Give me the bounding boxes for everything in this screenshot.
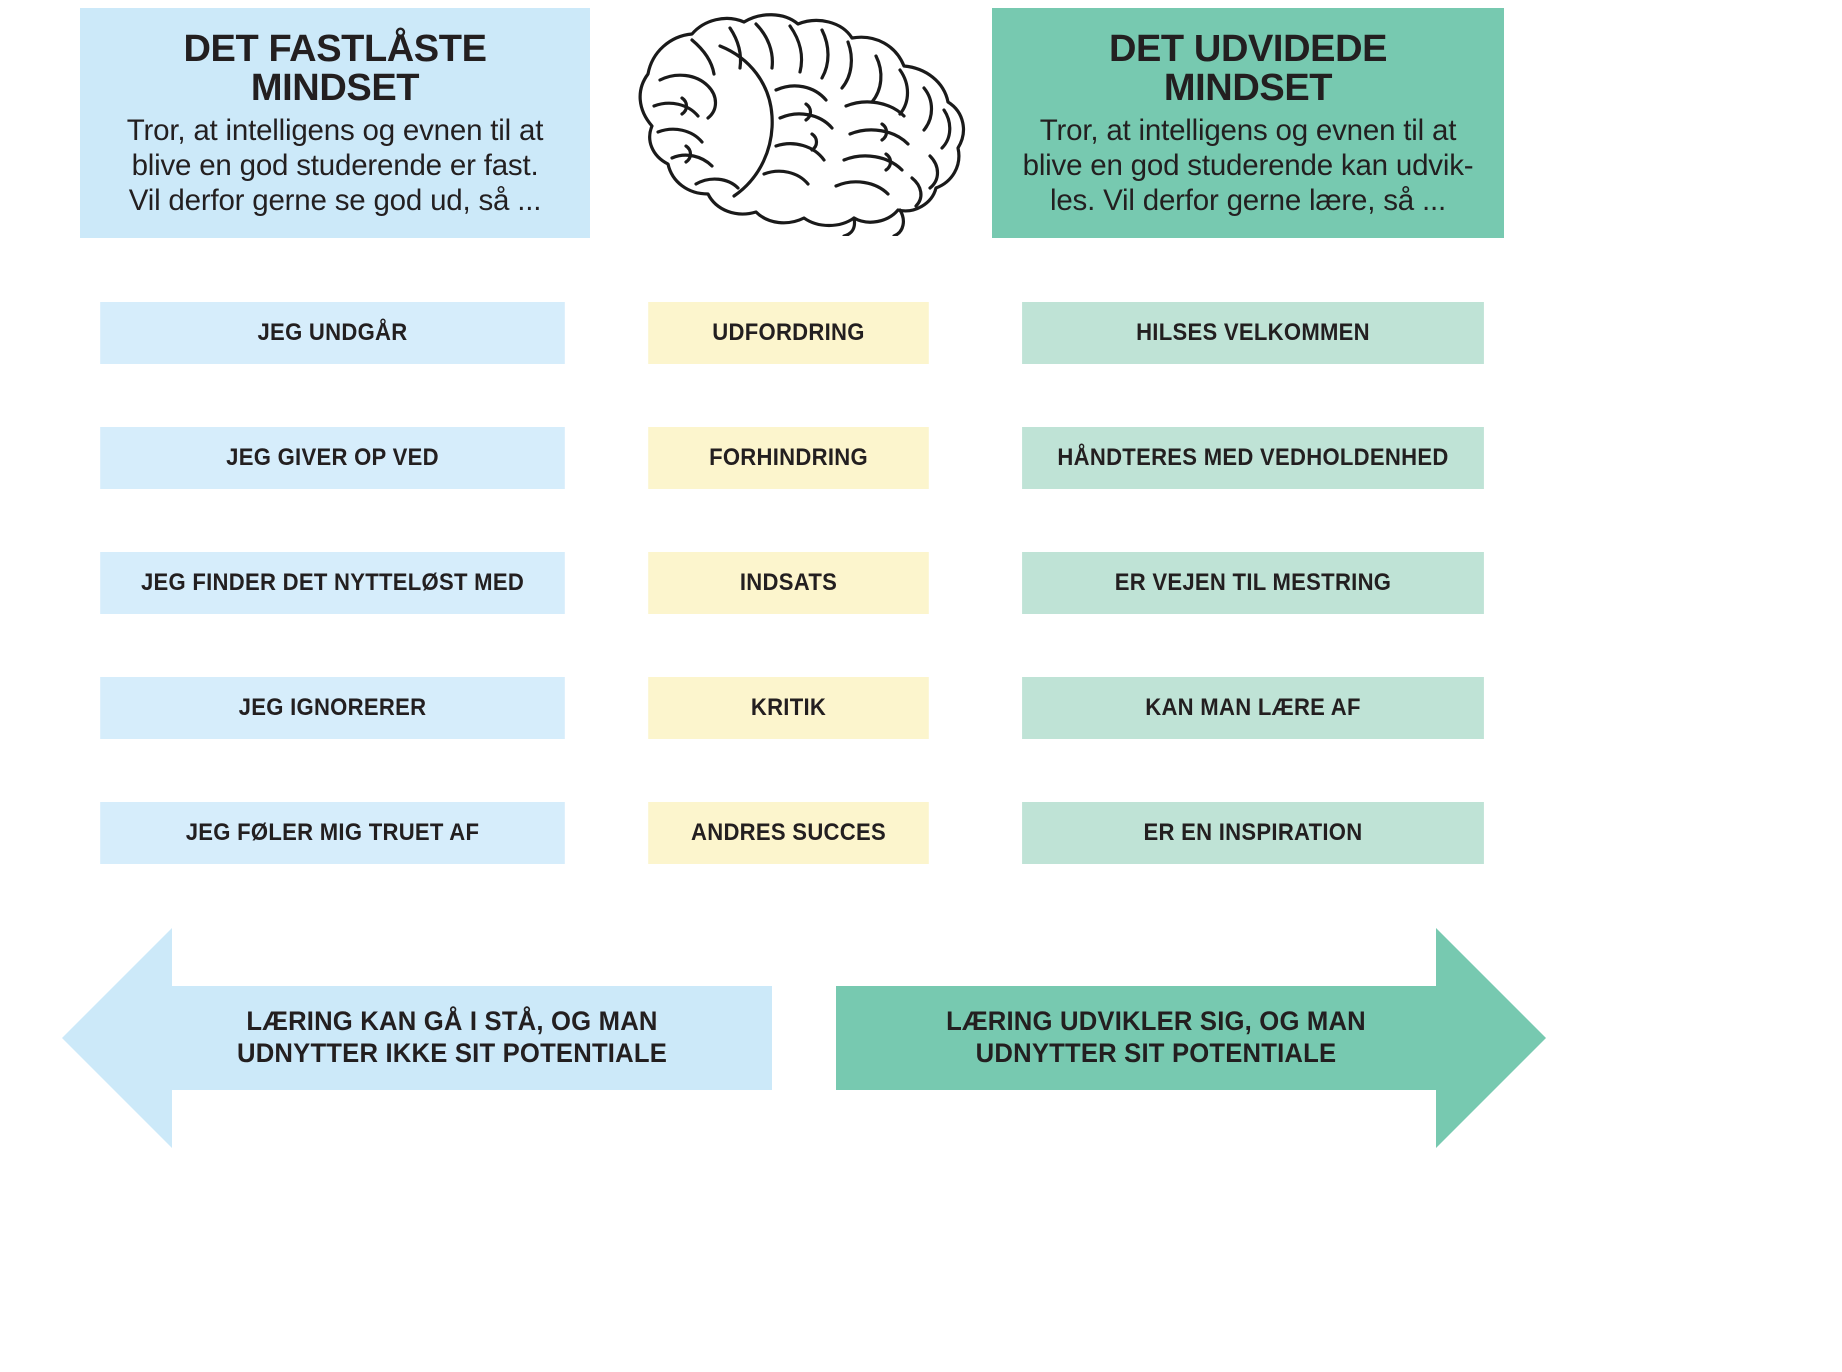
fixed-mindset-description-line2: blive en god studerende er fast. [131, 149, 539, 183]
fixed-statement-cell: JEG IGNORERER [100, 677, 565, 739]
fixed-mindset-outcome-arrow: LÆRING KAN GÅ I STÅ, OG MAN UDNYTTER IKK… [62, 928, 772, 1148]
growth-mindset-title-line2: MINDSET [1163, 67, 1333, 110]
growth-statement-cell: KAN MAN LÆRE AF [1022, 677, 1484, 739]
fixed-mindset-title-line1: DET FASTLÅSTE [183, 28, 487, 70]
growth-mindset-title-line1: DET UDVIDEDE [1108, 28, 1388, 70]
growth-statement-cell: ER VEJEN TIL MESTRING [1022, 552, 1484, 614]
fixed-statement-cell: JEG UNDGÅR [100, 302, 565, 364]
arrow-left-shape [62, 928, 772, 1148]
growth-mindset-outcome-arrow: LÆRING UDVIKLER SIG, OG MAN UDNYTTER SIT… [836, 928, 1546, 1148]
topic-cell: FORHINDRING [648, 427, 929, 489]
growth-statement-cell: ER EN INSPIRATION [1022, 802, 1484, 864]
topic-cell: INDSATS [648, 552, 929, 614]
fixed-statement-cell: JEG FINDER DET NYTTELØST MED [100, 552, 565, 614]
fixed-outcome-line2: UDNYTTER IKKE SIT POTENTIALE [237, 1037, 667, 1068]
fixed-mindset-header: DET FASTLÅSTE MINDSET Tror, at intellige… [80, 8, 590, 238]
fixed-mindset-title-line2: MINDSET [250, 67, 420, 110]
fixed-mindset-description: Tror, at intelligens og evnen til at bli… [90, 114, 580, 218]
fixed-mindset-title: DET FASTLÅSTE MINDSET [90, 28, 580, 110]
fixed-statement-cell: JEG FØLER MIG TRUET AF [100, 802, 565, 864]
topic-cell: ANDRES SUCCES [648, 802, 929, 864]
growth-mindset-outcome-text: LÆRING UDVIKLER SIG, OG MAN UDNYTTER SIT… [890, 1006, 1422, 1070]
arrow-right-shape [836, 928, 1546, 1148]
growth-mindset-description-line2: blive en god studerende kan udvik- [1022, 149, 1474, 183]
table-row: JEG IGNORERER KRITIK KAN MAN LÆRE AF [0, 677, 1842, 739]
fixed-outcome-line1: LÆRING KAN GÅ I STÅ, OG MAN [246, 1006, 658, 1036]
topic-cell: KRITIK [648, 677, 929, 739]
growth-mindset-header: DET UDVIDEDE MINDSET Tror, at intelligen… [992, 8, 1504, 238]
brain-icon [600, 6, 990, 236]
fixed-statement-cell: JEG GIVER OP VED [100, 427, 565, 489]
growth-mindset-title: DET UDVIDEDE MINDSET [1002, 28, 1494, 110]
fixed-mindset-description-line1: Tror, at intelligens og evnen til at [126, 114, 544, 148]
table-row: JEG UNDGÅR UDFORDRING HILSES VELKOMMEN [0, 302, 1842, 364]
growth-mindset-description-line3: les. Vil derfor gerne lære, så ... [1049, 183, 1446, 217]
growth-mindset-description-line1: Tror, at intelligens og evnen til at [1039, 114, 1457, 148]
growth-outcome-line1: LÆRING UDVIKLER SIG, OG MAN [946, 1006, 1366, 1036]
fixed-mindset-description-line3: Vil derfor gerne se god ud, så ... [128, 183, 542, 217]
table-row: JEG FØLER MIG TRUET AF ANDRES SUCCES ER … [0, 802, 1842, 864]
table-row: JEG FINDER DET NYTTELØST MED INDSATS ER … [0, 552, 1842, 614]
growth-statement-cell: HÅNDTERES MED VEDHOLDENHED [1022, 427, 1484, 489]
growth-outcome-line2: UDNYTTER SIT POTENTIALE [975, 1037, 1337, 1068]
growth-statement-cell: HILSES VELKOMMEN [1022, 302, 1484, 364]
growth-mindset-description: Tror, at intelligens og evnen til at bli… [1002, 114, 1494, 218]
table-row: JEG GIVER OP VED FORHINDRING HÅNDTERES M… [0, 427, 1842, 489]
fixed-mindset-outcome-text: LÆRING KAN GÅ I STÅ, OG MAN UDNYTTER IKK… [186, 1006, 718, 1070]
topic-cell: UDFORDRING [648, 302, 929, 364]
